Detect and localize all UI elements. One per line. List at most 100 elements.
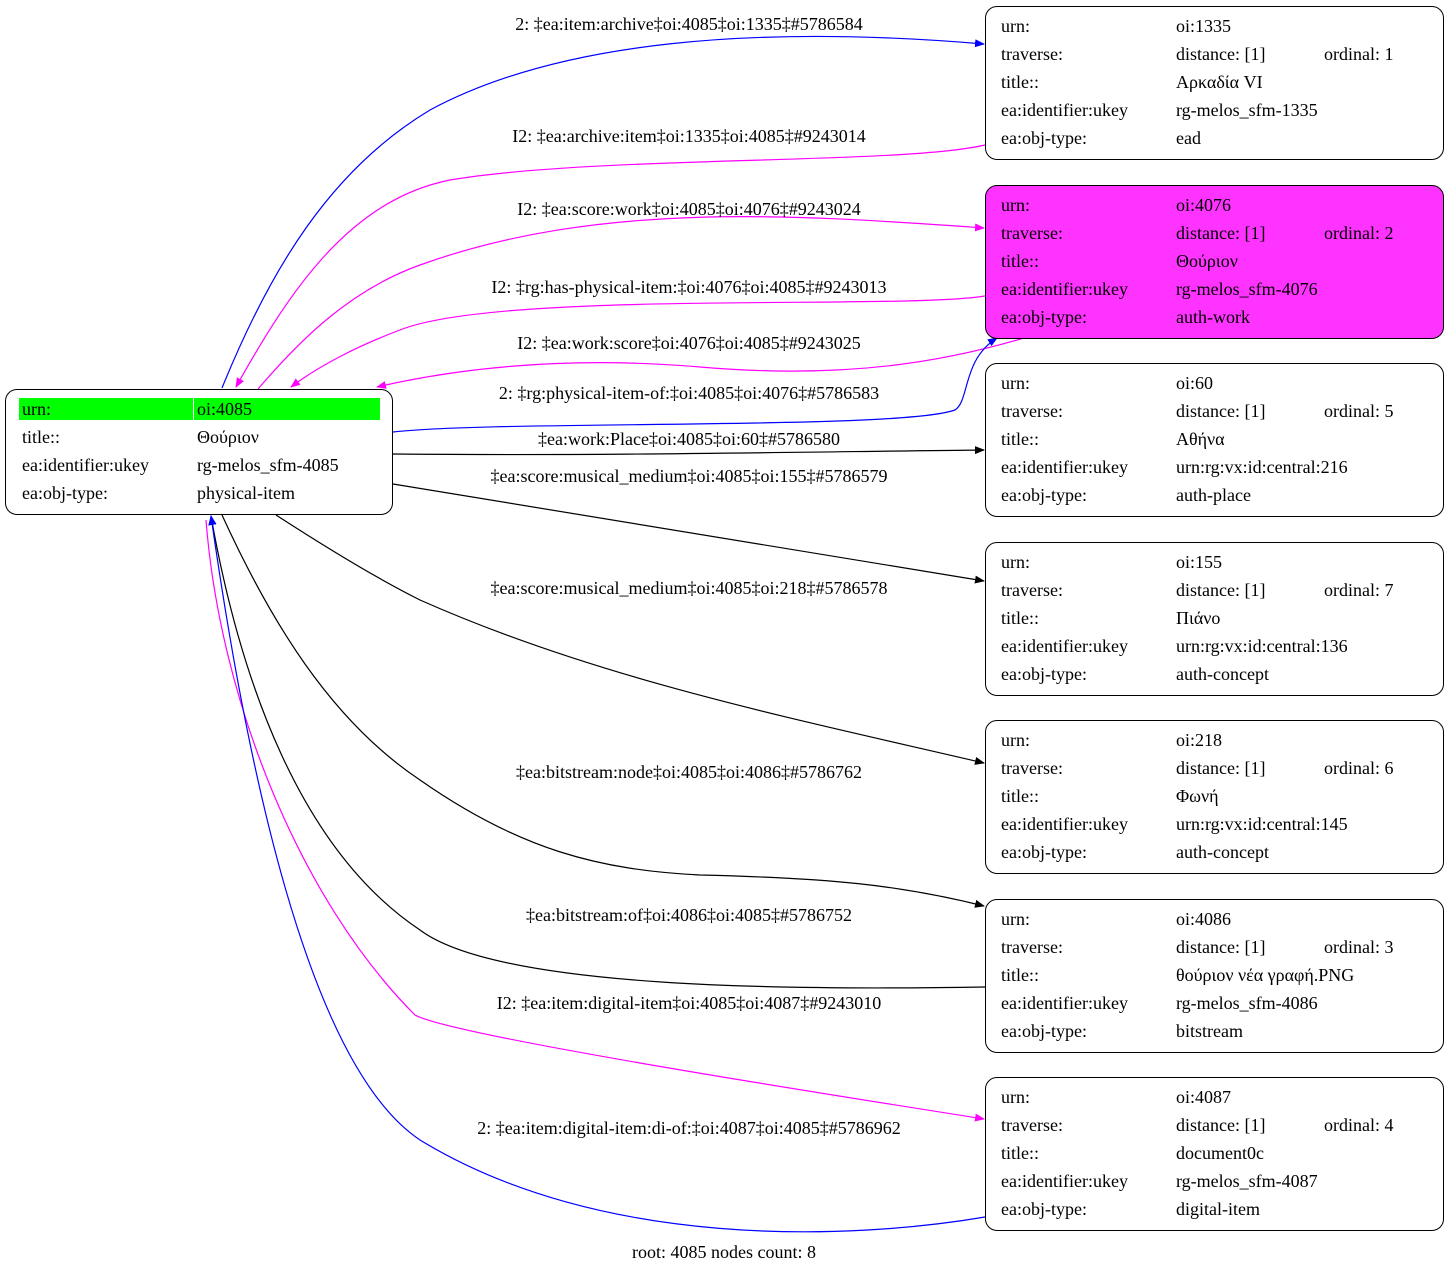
node-value-ukey: urn:rg:vx:id:central:216 — [1176, 457, 1348, 477]
node-oi-218[interactable]: urn: oi:218 traverse: distance: [1] ordinal:… — [985, 720, 1444, 874]
node-value-obj-type: auth-concept — [1176, 842, 1269, 862]
edge-line — [275, 514, 985, 765]
node-key-traverse: traverse: — [1001, 580, 1063, 600]
edge-line — [290, 295, 986, 388]
node-value-obj-type: ead — [1176, 128, 1201, 148]
root-ukey-value: rg-melos_sfm-4085 — [197, 455, 339, 475]
node-value-title: θούριον νέα γραφή.PNG — [1176, 965, 1355, 985]
node-key-title: title:: — [1001, 1143, 1039, 1163]
edge-line — [392, 446, 985, 456]
node-key-traverse: traverse: — [1001, 223, 1063, 243]
edge-label: ‡ea:bitstream:of‡oi:4086‡oi:4085‡#578675… — [526, 905, 852, 925]
node-value-urn: oi:4086 — [1176, 909, 1232, 929]
root-node[interactable]: urn: oi:4085 title:: Θούριον ea:identifi… — [5, 389, 393, 515]
node-value-traverse: distance: [1] — [1176, 580, 1266, 600]
edge-line — [235, 144, 986, 388]
node-value-title: Αθήνα — [1176, 429, 1225, 449]
node-key-ukey: ea:identifier:ukey — [1001, 100, 1128, 120]
node-key-traverse: traverse: — [1001, 44, 1063, 64]
node-value-urn: oi:1335 — [1176, 16, 1232, 36]
node-key-traverse: traverse: — [1001, 758, 1063, 778]
edge-label: I2: ‡ea:score:work‡oi:4085‡oi:4076‡#9243… — [517, 199, 861, 219]
node-value-urn: oi:60 — [1176, 373, 1214, 393]
node-key-title: title:: — [1001, 608, 1039, 628]
edge-label: I2: ‡ea:work:score‡oi:4076‡oi:4085‡#9243… — [517, 333, 861, 353]
node-value-title: Αρκαδία VI — [1176, 72, 1263, 92]
node-key-urn: urn: — [1001, 730, 1030, 750]
node-value-obj-type: digital-item — [1176, 1199, 1260, 1219]
node-value-title: Θούριον — [1176, 251, 1238, 271]
node-value-urn: oi:4076 — [1176, 195, 1232, 215]
node-key-title: title:: — [1001, 72, 1039, 92]
node-key-traverse: traverse: — [1001, 937, 1063, 957]
node-ordinal: ordinal: 6 — [1324, 758, 1394, 778]
root-urn-key: urn: — [19, 398, 193, 420]
node-ordinal: ordinal: 2 — [1324, 223, 1394, 243]
node-value-obj-type: auth-concept — [1176, 664, 1269, 684]
node-ordinal: ordinal: 5 — [1324, 401, 1394, 421]
node-value-obj-type: auth-work — [1176, 307, 1250, 327]
edge-label: I2: ‡ea:archive:item‡oi:1335‡oi:4085‡#92… — [512, 126, 866, 146]
edge-label: 2: ‡rg:physical-item-of:‡oi:4085‡oi:4076… — [498, 383, 880, 403]
edge-label: ‡ea:bitstream:node‡oi:4085‡oi:4086‡#5786… — [516, 762, 862, 782]
edge-line — [376, 337, 1025, 389]
edge-label: 2: ‡ea:item:digital-item:di-of:‡oi:4087‡… — [477, 1118, 901, 1138]
node-value-ukey: urn:rg:vx:id:central:145 — [1176, 814, 1348, 834]
edge-label: ‡ea:score:musical_medium‡oi:4085‡oi:218‡… — [490, 578, 888, 598]
edge-line — [205, 519, 985, 1122]
edge-label: I2: ‡ea:item:digital-item‡oi:4085‡oi:408… — [496, 993, 882, 1013]
edge-label: ‡ea:work:Place‡oi:4085‡oi:60‡#5786580 — [538, 429, 840, 449]
node-value-title: document0c — [1176, 1143, 1264, 1163]
node-value-ukey: rg-melos_sfm-4076 — [1176, 279, 1318, 299]
node-key-ukey: ea:identifier:ukey — [1001, 279, 1128, 299]
node-key-obj-type: ea:obj-type: — [1001, 485, 1087, 505]
edge-line — [392, 483, 985, 584]
node-value-urn: oi:218 — [1176, 730, 1223, 750]
root-title-key: title:: — [22, 427, 60, 447]
node-value-obj-type: auth-place — [1176, 485, 1251, 505]
node-value-urn: oi:4087 — [1176, 1087, 1232, 1107]
edge-label: I2: ‡rg:has-physical-item:‡oi:4076‡oi:40… — [491, 277, 887, 297]
node-value-title: Πιάνο — [1176, 608, 1221, 628]
root-ukey-key: ea:identifier:ukey — [22, 455, 149, 475]
node-key-urn: urn: — [1001, 909, 1030, 929]
root-objtype-value: physical-item — [197, 483, 295, 503]
node-key-traverse: traverse: — [1001, 1115, 1063, 1135]
node-key-obj-type: ea:obj-type: — [1001, 664, 1087, 684]
footer-summary: root: 4085 nodes count: 8 — [632, 1242, 816, 1262]
node-value-traverse: distance: [1] — [1176, 758, 1266, 778]
node-value-title: Φωνή — [1176, 786, 1219, 806]
node-key-urn: urn: — [1001, 16, 1030, 36]
node-value-ukey: rg-melos_sfm-4086 — [1176, 993, 1318, 1013]
node-ordinal: ordinal: 3 — [1324, 937, 1394, 957]
node-key-title: title:: — [1001, 965, 1039, 985]
node-key-title: title:: — [1001, 786, 1039, 806]
edge-line — [257, 216, 985, 390]
root-urn-value: oi:4085 — [194, 398, 380, 420]
node-value-traverse: distance: [1] — [1176, 1115, 1266, 1135]
node-ordinal: ordinal: 4 — [1324, 1115, 1394, 1135]
node-key-obj-type: ea:obj-type: — [1001, 1021, 1087, 1041]
node-oi-1335[interactable]: urn: oi:1335 traverse: distance: [1] ordinal… — [985, 6, 1444, 160]
node-value-obj-type: bitstream — [1176, 1021, 1243, 1041]
node-value-traverse: distance: [1] — [1176, 44, 1266, 64]
node-key-obj-type: ea:obj-type: — [1001, 842, 1087, 862]
edge-line — [208, 515, 986, 1233]
node-value-traverse: distance: [1] — [1176, 401, 1266, 421]
edge-line — [392, 337, 998, 433]
node-key-obj-type: ea:obj-type: — [1001, 1199, 1087, 1219]
edge-line — [221, 35, 985, 389]
node-key-ukey: ea:identifier:ukey — [1001, 993, 1128, 1013]
node-ordinal: ordinal: 1 — [1324, 44, 1394, 64]
node-key-title: title:: — [1001, 429, 1039, 449]
node-key-obj-type: ea:obj-type: — [1001, 128, 1087, 148]
node-key-traverse: traverse: — [1001, 401, 1063, 421]
node-key-ukey: ea:identifier:ukey — [1001, 814, 1128, 834]
edge-label: 2: ‡ea:item:archive‡oi:4085‡oi:1335‡#578… — [515, 14, 863, 34]
